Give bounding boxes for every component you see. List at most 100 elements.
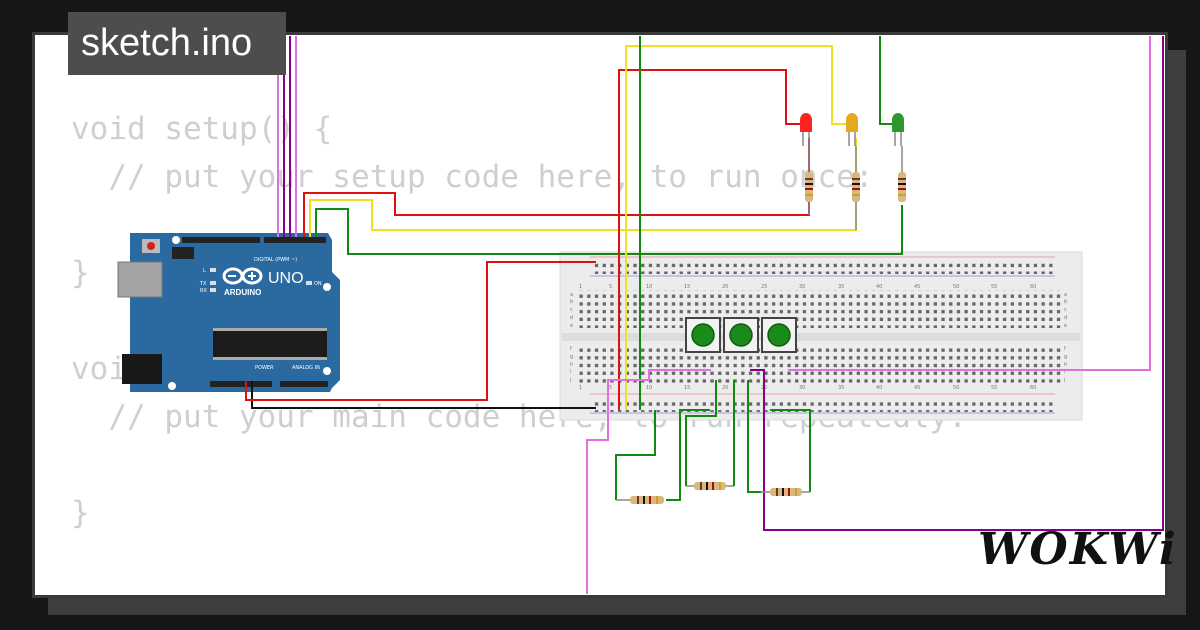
row-letter: d [1064, 315, 1067, 321]
led-green[interactable] [892, 113, 904, 146]
wire-red-led-anode[interactable] [618, 69, 800, 410]
pushbutton-3[interactable] [761, 317, 797, 353]
file-tab[interactable]: sketch.ino [68, 12, 286, 75]
wire-green-led-anode[interactable] [879, 36, 892, 125]
brand-label: ARDUINO [224, 288, 261, 297]
resistor-icon[interactable] [852, 172, 860, 202]
code-line: } [71, 495, 90, 531]
arduino-logo [222, 267, 263, 285]
power-rail-bottom [594, 398, 1056, 412]
led-red[interactable] [800, 113, 812, 146]
column-number: 30 [799, 385, 805, 391]
wire-purple-button[interactable] [750, 36, 1164, 531]
row-letter: a [1064, 292, 1067, 298]
tx-led [210, 281, 216, 285]
wire-green-led[interactable] [315, 205, 903, 255]
code-line: void setup() { [71, 111, 333, 147]
column-number: 50 [953, 385, 959, 391]
led-resistor-leads [808, 146, 903, 230]
analog-header [280, 381, 328, 387]
column-number: 50 [953, 284, 959, 290]
mount-hole [323, 283, 331, 291]
arduino-uno-board[interactable]: UNO ARDUINO DIGITAL (PWM ~) POWER ANALOG… [117, 233, 340, 392]
column-number: 5 [609, 284, 612, 290]
column-number: 40 [876, 385, 882, 391]
wire-red-5v[interactable] [245, 261, 596, 401]
wire-pink-long[interactable] [788, 36, 1151, 371]
mount-hole [172, 236, 180, 244]
power-jack-icon [122, 354, 162, 384]
column-number: 15 [684, 284, 690, 290]
column-number: 40 [876, 284, 882, 290]
row-letter: g [570, 354, 573, 360]
column-number: 15 [684, 385, 690, 391]
row-letter: a [570, 292, 573, 298]
wire-black-gnd[interactable] [251, 381, 596, 409]
power-header [210, 381, 272, 387]
row-letter: d [570, 315, 573, 321]
resistor-icon[interactable] [616, 496, 664, 504]
row-letter: b [570, 299, 573, 305]
resistor-icon[interactable] [761, 488, 810, 496]
row-letter: h [570, 362, 573, 368]
resistor-icon[interactable] [805, 172, 813, 202]
rx-label: RX [200, 288, 207, 294]
row-letter: g [1064, 354, 1067, 360]
mount-hole [323, 367, 331, 375]
l-led [210, 268, 216, 272]
wire-yellow-led[interactable] [309, 138, 857, 237]
wire-green-gnd-1[interactable] [666, 409, 710, 501]
row-letter: j [1063, 377, 1065, 383]
power-rail-top [594, 260, 1056, 274]
breadboard: 1 5 10 15 20 25 30 35 40 45 50 55 60 1 5… [559, 251, 1083, 421]
resistor-icon[interactable] [686, 380, 735, 490]
row-letter: i [1064, 369, 1065, 375]
tx-label: TX [199, 281, 207, 287]
row-letter: c [1064, 307, 1067, 313]
row-letter: c [570, 307, 573, 313]
wire-pink-button[interactable] [586, 369, 711, 594]
center-channel [562, 333, 1080, 341]
digital-header-1 [182, 237, 260, 243]
column-number: 30 [799, 284, 805, 290]
on-label: ON [314, 281, 322, 287]
led-yellow[interactable] [846, 113, 858, 146]
resistor-icon[interactable] [898, 172, 906, 202]
pushbutton-icon [729, 323, 753, 347]
terminal-rows-top [578, 290, 1062, 328]
l-label: L [203, 268, 206, 274]
model-label: UNO [268, 270, 304, 287]
icsp-header [172, 247, 194, 259]
column-number: 45 [914, 284, 920, 290]
wokwi-logo: WOKWi [978, 524, 1178, 575]
led-icon [800, 113, 812, 132]
row-letter: b [1064, 299, 1067, 305]
column-number: 60 [1030, 385, 1036, 391]
led-icon [892, 113, 904, 132]
column-number: 1 [579, 385, 582, 391]
pushbutton-1[interactable] [685, 317, 721, 353]
rx-led [210, 288, 216, 292]
row-letter: i [570, 369, 571, 375]
code-line: // put your setup code here, to run once… [71, 159, 874, 195]
row-letter: j [569, 377, 571, 383]
digital-header-2 [264, 237, 326, 243]
usb-connector-icon [117, 261, 163, 298]
led-icon [846, 113, 858, 132]
wire-green-resistor-1[interactable] [615, 410, 656, 500]
pushbutton-icon [691, 323, 715, 347]
wire-green-resistor-2[interactable] [685, 380, 717, 486]
column-number: 60 [1030, 284, 1036, 290]
pushbutton-icon [767, 323, 791, 347]
column-number: 55 [991, 284, 997, 290]
wire-green-gnd-3[interactable] [770, 409, 811, 492]
column-number: 45 [914, 385, 920, 391]
code-line: } [71, 255, 90, 291]
column-number: 25 [761, 284, 767, 290]
wire-yellow-led-anode[interactable] [625, 45, 848, 410]
wire-green-resistor-3[interactable] [747, 380, 761, 493]
column-number: 20 [722, 284, 728, 290]
row-letter: e [570, 323, 573, 329]
wire-red-led[interactable] [303, 138, 810, 237]
pushbutton-2[interactable] [723, 317, 759, 353]
